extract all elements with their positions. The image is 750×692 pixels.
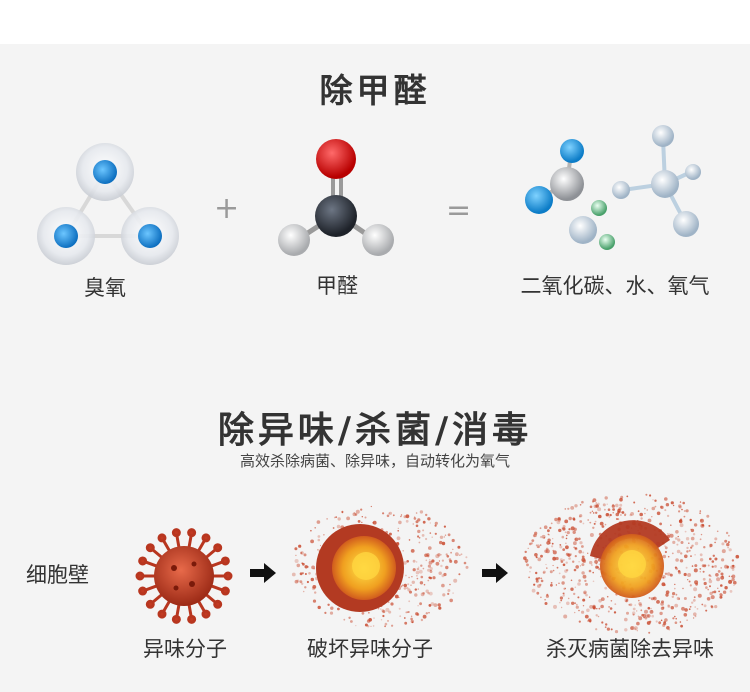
plus-sign: + [214, 194, 239, 224]
arrow-right-icon [482, 563, 508, 583]
cell-wall-label: 细胞壁 [26, 559, 126, 589]
formaldehyde-label: 甲醛 [302, 270, 372, 300]
step-label-odor-molecule: 异味分子 [120, 633, 250, 663]
equals-sign: = [446, 196, 471, 226]
arrow-right-icon [250, 563, 276, 583]
virus-destroyed-icon [520, 490, 742, 636]
section-title-formaldehyde: 除甲醛 [0, 64, 750, 112]
virus-intact-icon [134, 526, 234, 626]
ozone-molecule-icon [30, 140, 190, 270]
products-molecules-icon [515, 118, 715, 268]
section-subtitle: 高效杀除病菌、除异味，自动转化为氧气 [0, 450, 750, 471]
products-label: 二氧化碳、水、氧气 [490, 270, 740, 300]
step-label-kill-bacteria: 杀灭病菌除去异味 [515, 633, 745, 663]
section-title-deodorize: 除异味/杀菌/消毒 [0, 401, 750, 453]
step-label-break-molecule: 破坏异味分子 [280, 633, 460, 663]
top-bar [0, 0, 750, 44]
virus-breaking-icon [290, 500, 470, 630]
formaldehyde-molecule-icon [272, 132, 402, 264]
ozone-label: 臭氧 [70, 272, 140, 302]
